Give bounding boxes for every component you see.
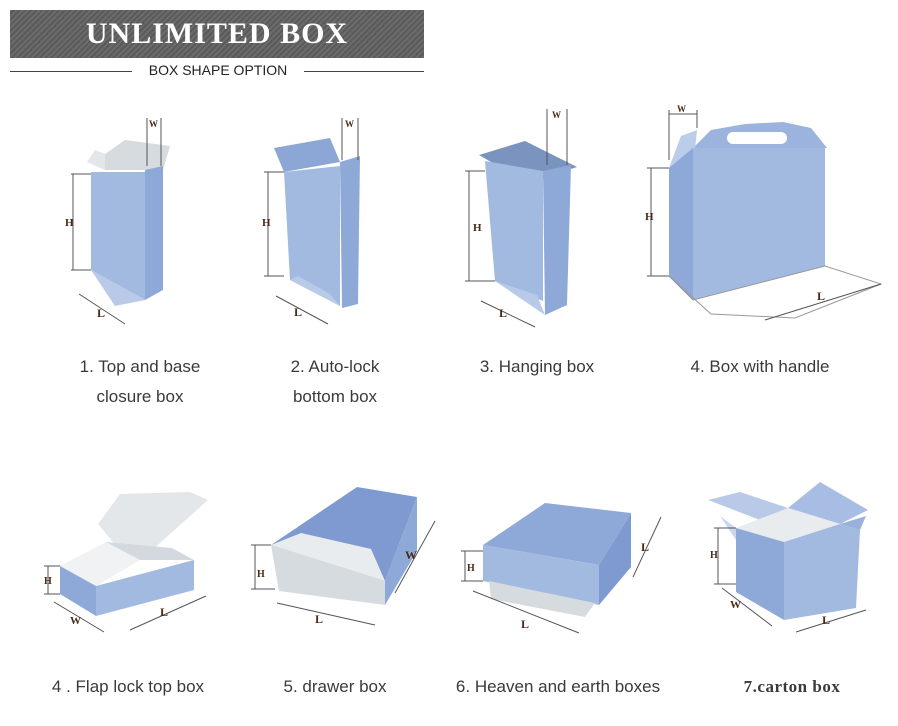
lid-top [483,503,631,565]
top-flap [274,138,340,172]
page-subtitle: BOX SHAPE OPTION [148,62,288,78]
svg-text:W: W [345,119,354,129]
flap-lock-top-box-illustration: H W L [44,492,208,633]
svg-text:W: W [405,548,417,562]
svg-text:L: L [160,605,168,619]
box-front [485,161,543,301]
svg-text:H: H [467,563,475,574]
svg-text:L: L [817,289,825,303]
svg-text:W: W [677,104,686,114]
sleeve-top [271,487,417,581]
carton-box-illustration: H W L [708,482,868,633]
top-flap-left [87,150,105,170]
item-label-4: 4. Box with handle [690,357,830,376]
item-label-5: 4 . Flap lock top box [51,677,205,696]
box-side [543,165,571,315]
box-side [340,156,360,308]
hanging-box-illustration: H W L [465,109,577,328]
svg-text:H: H [473,222,482,234]
box-front [284,166,340,306]
lid-side [599,513,631,605]
drawer-front [271,545,385,605]
subtitle-divider-right [304,71,424,72]
svg-text:L: L [822,613,830,627]
svg-text:W: W [730,599,741,611]
box-front [96,560,194,616]
svg-text:H: H [645,211,654,223]
item-label-7: 6. Heaven and earth boxes [455,677,661,696]
svg-text:W: W [552,110,561,120]
svg-text:L: L [641,540,649,554]
box-with-handle-illustration: W H L [645,104,883,321]
header-banner: UNLIMITED BOX [10,10,424,58]
dim-l: L [97,306,105,320]
box-front [784,524,860,620]
heaven-earth-box-illustration: H L L [461,503,662,634]
svg-text:W: W [70,615,81,627]
lid-open [98,492,208,558]
box-side [60,566,96,616]
subtitle-divider-left [10,71,132,72]
svg-text:H: H [262,217,271,229]
auto-lock-bottom-box-illustration: H W L [262,118,360,325]
box-interior [60,542,140,586]
box-side [145,166,163,300]
svg-text:L: L [294,305,302,319]
flap-back-left [708,492,788,520]
svg-text:H: H [257,569,265,580]
box-front [693,148,825,300]
handle-hole [727,132,787,144]
top-flap-lid [105,140,170,170]
lid-front [483,545,599,605]
base-tray [489,581,595,617]
svg-text:H: H [44,576,52,587]
flap-back-right [788,482,868,524]
box-side [669,148,693,300]
item-label-8: 7.carton box [743,677,841,696]
page-title: UNLIMITED BOX [85,17,349,50]
drawer-box-illustration: H W L [251,487,436,626]
box-front [91,172,145,300]
box-interior [736,508,840,542]
svg-text:L: L [521,617,529,631]
top-base-closure-box-illustration: H W L [65,118,170,325]
drawer-tray [271,533,385,581]
box-side [736,528,784,620]
svg-text:L: L [315,612,323,626]
dim-w: W [149,119,158,129]
dim-h: H [65,217,74,229]
sleeve-side [385,497,417,605]
svg-text:H: H [710,550,718,561]
item-label-3: 3. Hanging box [479,357,595,376]
item-label-6: 5. drawer box [283,677,387,696]
svg-text:L: L [499,306,507,320]
bottom-flap [91,270,145,306]
